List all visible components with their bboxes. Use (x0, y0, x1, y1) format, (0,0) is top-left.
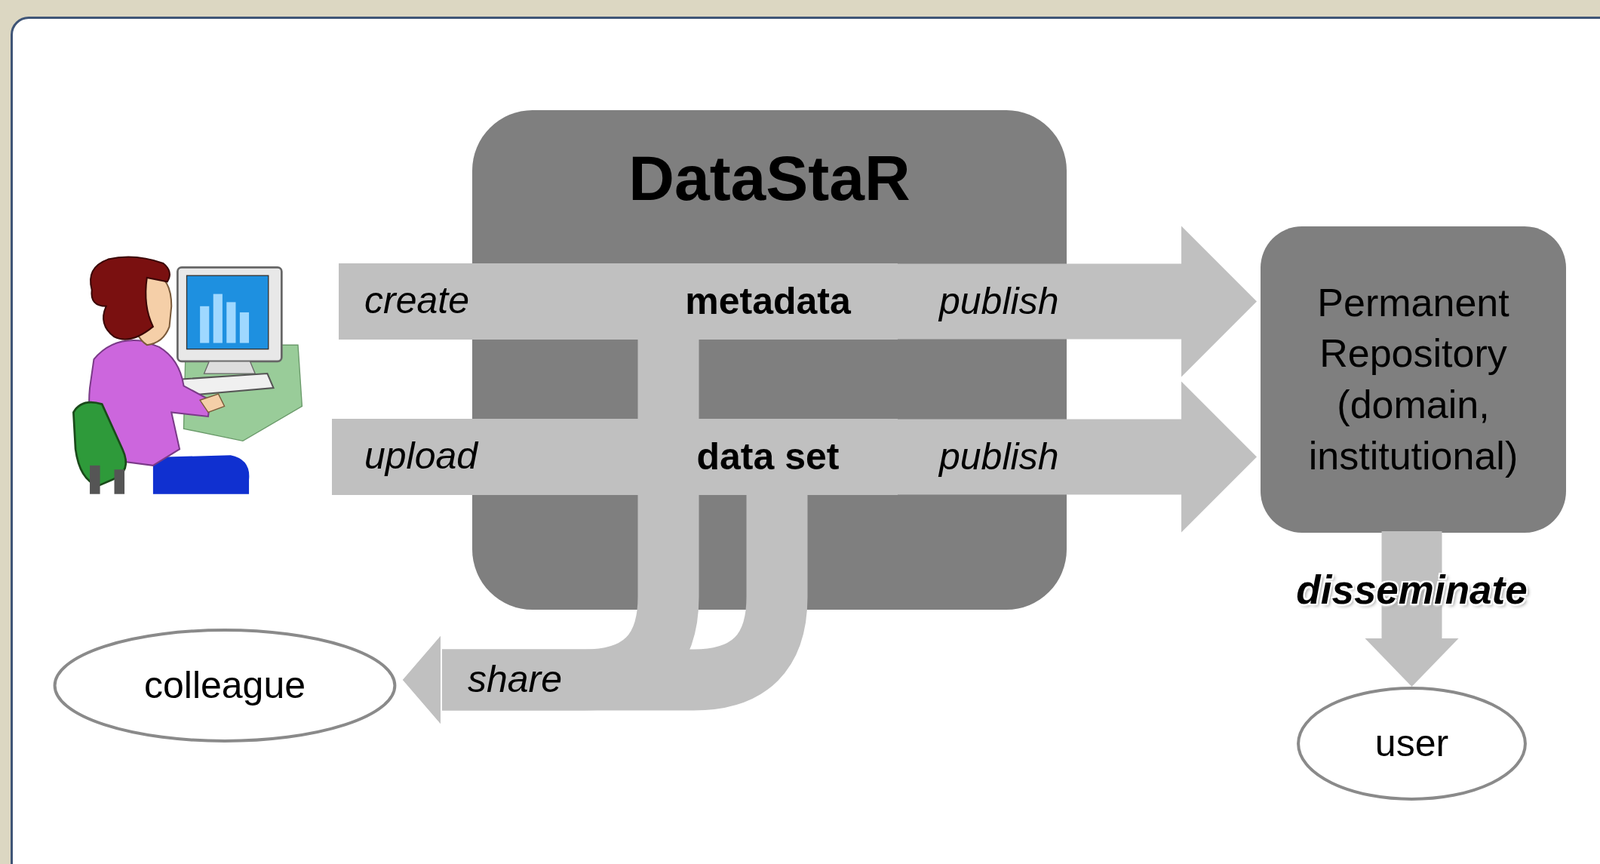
person-illustration-part (204, 361, 256, 374)
system-title: DataStaR (628, 140, 910, 217)
person-illustration-part (226, 301, 236, 343)
edge-label: publish (939, 279, 1059, 324)
publish-arrow (896, 226, 1257, 378)
item-label: data set (697, 435, 840, 480)
person-illustration-part (177, 267, 282, 361)
person-illustration-part (199, 306, 209, 344)
share-curve (442, 493, 777, 680)
user-ellipse: user (1295, 685, 1528, 802)
person-illustration-part (187, 275, 269, 349)
person-illustration-part (89, 465, 101, 495)
action-label: upload (364, 434, 478, 479)
edge-label: share (467, 657, 562, 702)
person-illustration-part (114, 469, 126, 494)
publish-arrow (896, 381, 1257, 533)
edge-label: disseminate (1295, 567, 1527, 614)
repository-label: Permanent Repository (domain, institutio… (1278, 277, 1548, 482)
ellipse-shape (55, 629, 396, 741)
flow-arrow (402, 493, 777, 724)
colleague-ellipse: colleague (51, 627, 399, 744)
dataset-band (331, 418, 641, 495)
ellipse-label: user (1375, 721, 1449, 766)
repository-box: Permanent Repository (domain, institutio… (1260, 226, 1567, 533)
share-curve (442, 337, 669, 680)
person-illustration-part (213, 294, 223, 344)
ellipse-label: colleague (144, 663, 306, 708)
flow-arrow (896, 226, 1257, 378)
action-label: create (364, 279, 470, 323)
person-illustration-part (239, 312, 249, 344)
metadata-band-segment: metadata (638, 263, 898, 340)
ellipse-shape (1298, 687, 1526, 799)
person-illustration-part (90, 257, 170, 340)
share-arrowhead (402, 635, 441, 724)
flow-arrow (896, 381, 1257, 533)
person-illustration (73, 257, 302, 495)
share-arrowhead (402, 635, 441, 724)
person-illustration-part (199, 393, 225, 412)
metadata-band (338, 263, 641, 340)
item-label: metadata (684, 279, 851, 324)
edge-label: publish (939, 435, 1059, 480)
person-illustration-part (153, 454, 249, 494)
